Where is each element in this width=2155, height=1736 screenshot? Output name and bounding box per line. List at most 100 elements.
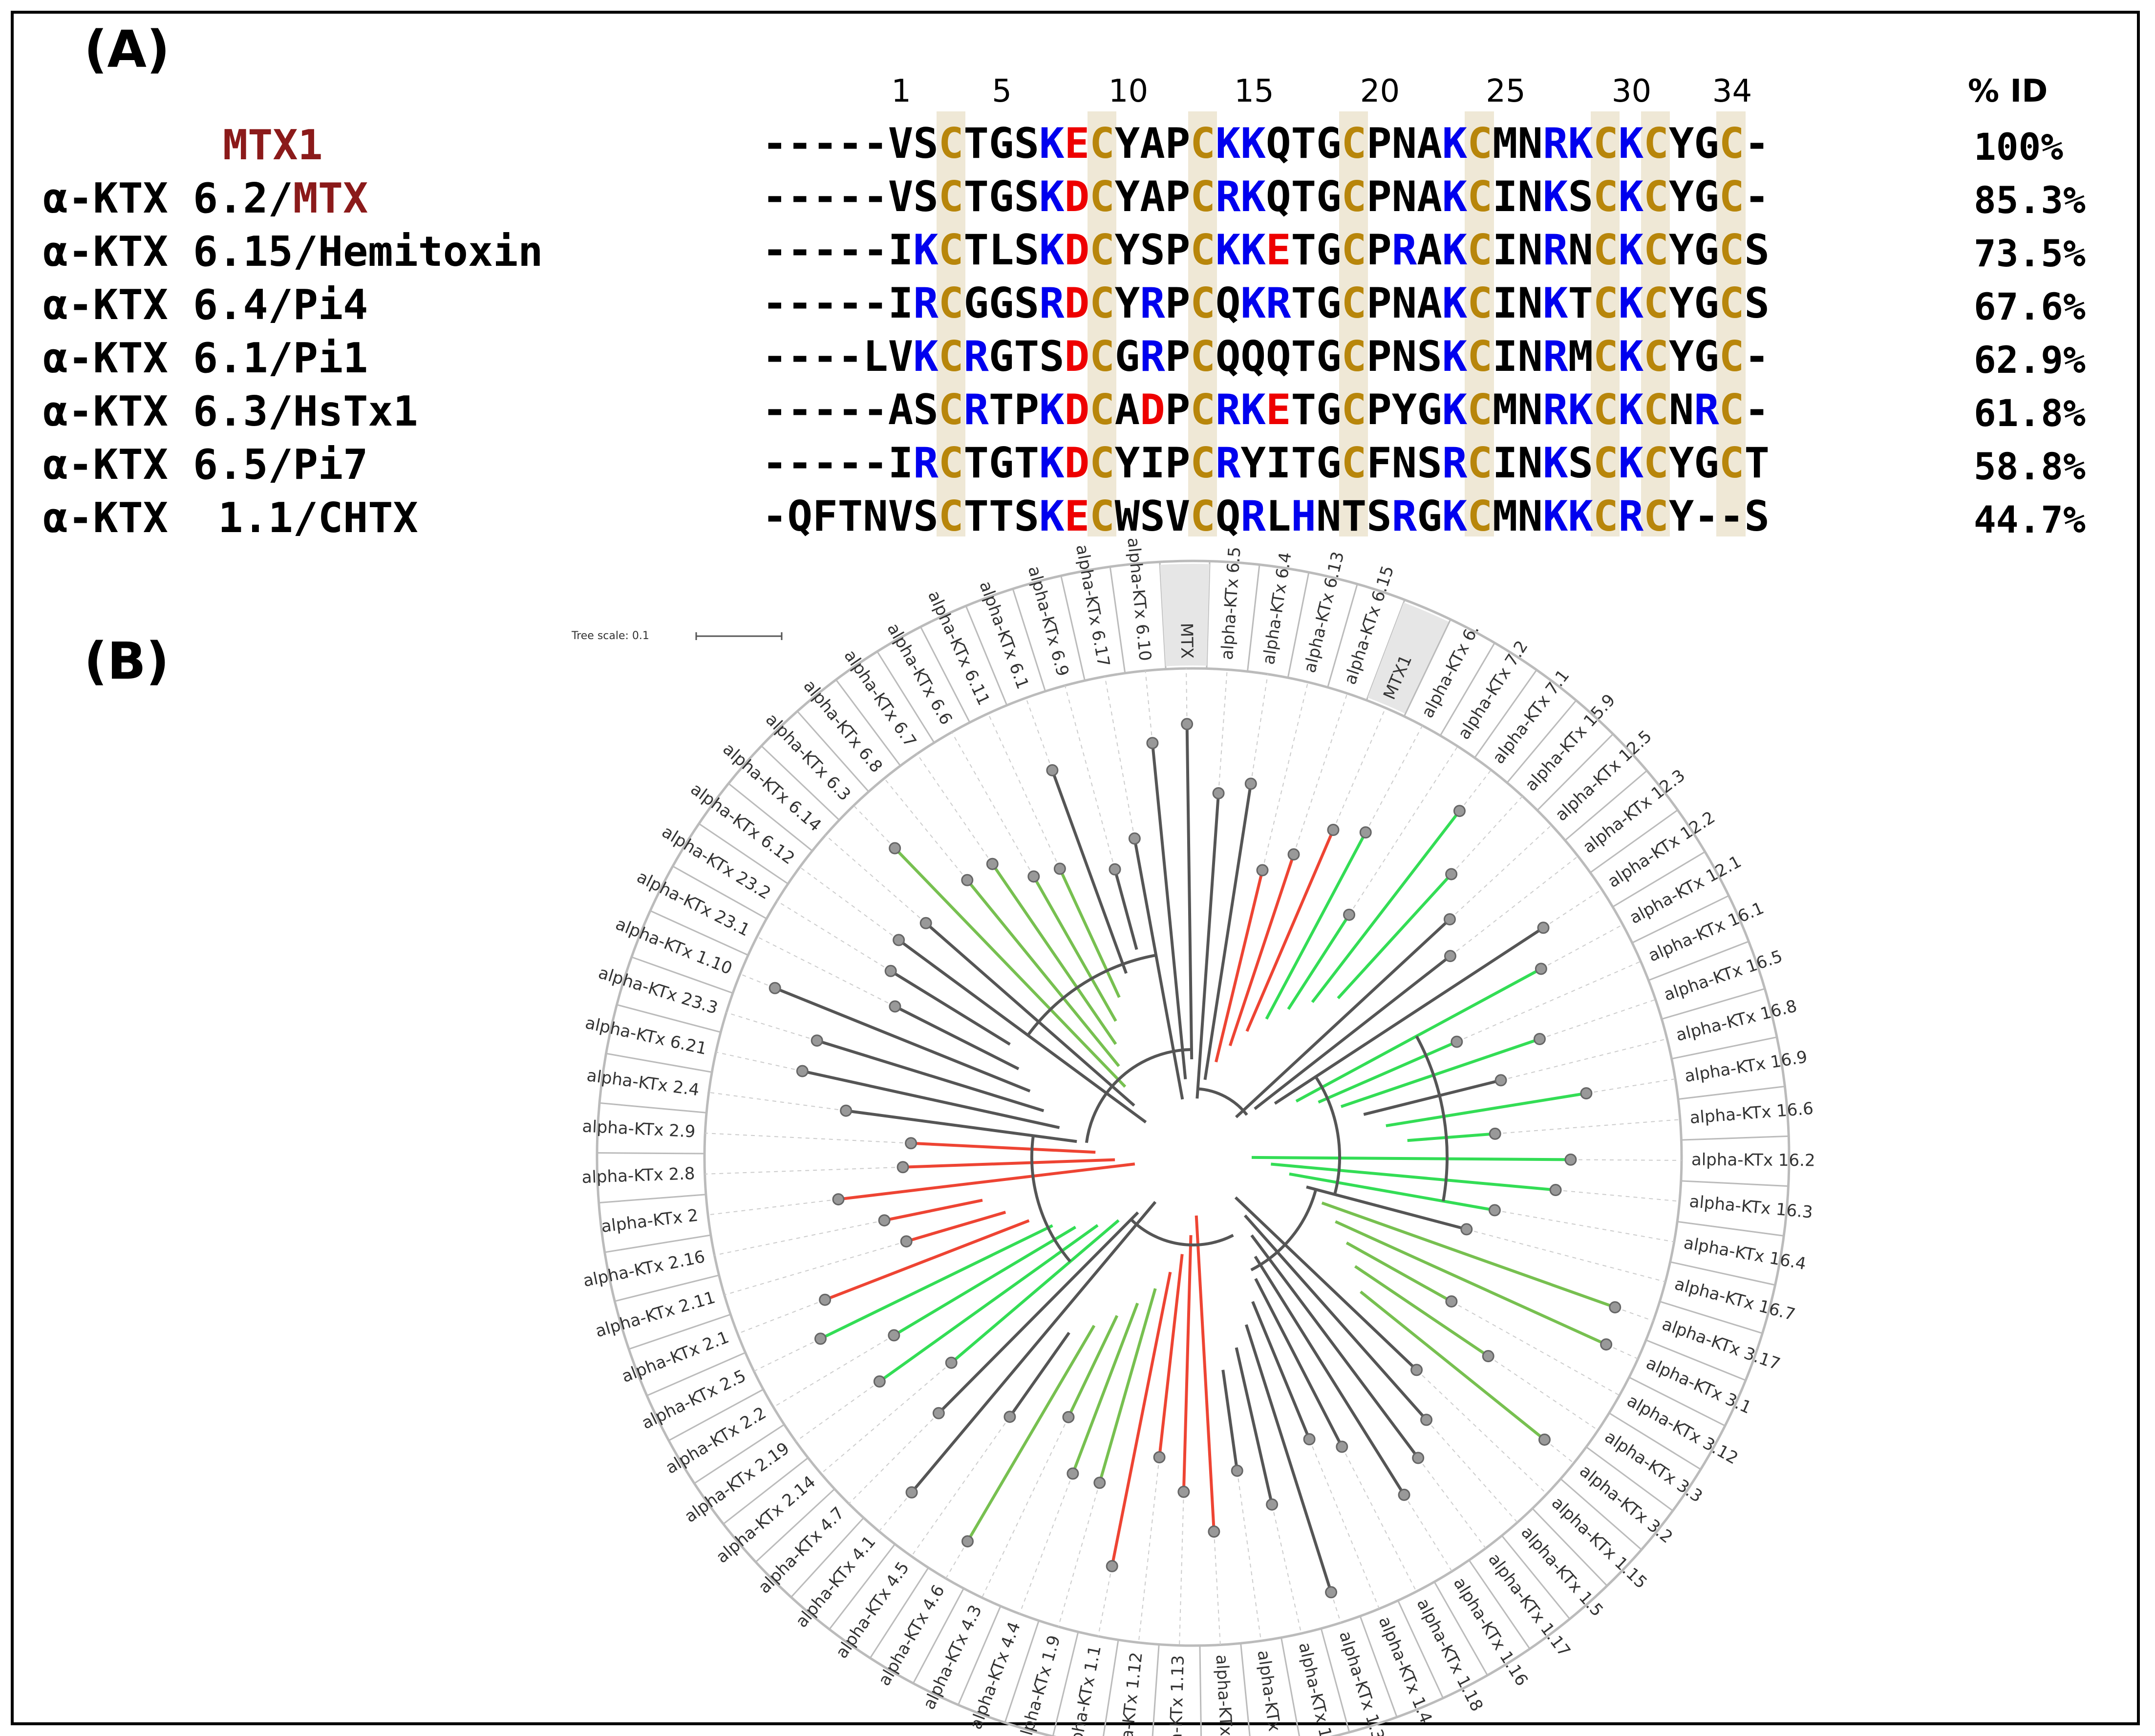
residue: C xyxy=(1467,120,1493,168)
residue: C xyxy=(938,279,964,328)
residue: I xyxy=(1492,279,1518,328)
leaf-guide xyxy=(1333,707,1386,830)
tree-branch xyxy=(838,1162,1135,1201)
residue: - xyxy=(787,279,813,328)
residue: T xyxy=(1291,279,1317,328)
leaf-guide xyxy=(737,1299,825,1334)
leaf-guide xyxy=(1262,682,1309,871)
leaf-separator xyxy=(1199,1645,1202,1736)
residue: K xyxy=(1542,279,1568,328)
residue: Y xyxy=(1240,439,1266,488)
leaf-node xyxy=(873,1375,886,1388)
residue: - xyxy=(787,386,813,434)
leaf-label: alpha-KTx 16.3 xyxy=(1688,1192,1814,1222)
residue: D xyxy=(1064,173,1090,221)
residue: T xyxy=(1291,173,1317,221)
tree-branch xyxy=(1251,1301,1311,1440)
leaf-label: alpha-KTx 16.6 xyxy=(1689,1099,1814,1128)
cys-column-2 xyxy=(1087,111,1116,536)
leaf-label: alpha-KTx 6.10 xyxy=(1123,536,1155,662)
residue: G xyxy=(1694,226,1719,275)
residue: C xyxy=(1341,226,1367,275)
leaf-guide xyxy=(1271,1504,1302,1634)
residue: - xyxy=(1744,386,1770,434)
residue: K xyxy=(1240,173,1266,221)
residue: T xyxy=(1291,439,1317,488)
residue: P xyxy=(1165,120,1191,168)
residue: G xyxy=(988,173,1014,221)
position-15: 15 xyxy=(1234,73,1274,109)
residue: R xyxy=(1618,493,1644,541)
leaf-guide xyxy=(1494,1209,1674,1243)
residue: C xyxy=(1467,333,1493,381)
leaf-label: alpha-KTx 1.13 xyxy=(1165,1655,1188,1736)
percent-id-5: 61.8% xyxy=(1974,391,2086,435)
leaf-label: alpha-KTx 1.1 xyxy=(1064,1644,1105,1736)
clade-arc xyxy=(1415,1035,1449,1201)
residue: C xyxy=(1643,226,1669,275)
residue: R xyxy=(1140,279,1165,328)
leaf-label: alpha-KTx 2.8 xyxy=(581,1164,695,1187)
leaf-node xyxy=(1181,718,1194,730)
sequence-5: -----ASCRTPKDCADPCRKETGCPYGKCMNRKCKCNRC- xyxy=(762,389,1770,431)
leaf-guide xyxy=(724,1241,907,1296)
residue: Y xyxy=(1668,333,1694,381)
tree-branch xyxy=(925,922,1135,1107)
residue: G xyxy=(1694,173,1719,221)
cys-column-4 xyxy=(1339,111,1368,536)
leaf-node xyxy=(878,1214,891,1227)
residue: S xyxy=(1744,493,1770,541)
tree-branch xyxy=(846,1109,1077,1143)
residue: T xyxy=(1014,333,1040,381)
leaf-label: alpha-KTx 1.6 xyxy=(1254,1649,1289,1736)
residue: - xyxy=(863,120,888,168)
residue: E xyxy=(1064,493,1090,541)
residue: K xyxy=(1618,120,1644,168)
residue: Y xyxy=(1114,279,1140,328)
leaf-node xyxy=(986,857,999,870)
residue: G xyxy=(1316,173,1342,221)
residue: P xyxy=(1165,386,1191,434)
residue: E xyxy=(1265,386,1291,434)
residue: P xyxy=(1366,333,1392,381)
residue: C xyxy=(1467,439,1493,488)
tree-branch xyxy=(1337,873,1452,1000)
leaf-node xyxy=(1420,1414,1433,1426)
leaf-guide xyxy=(1019,1473,1073,1614)
residue: V xyxy=(1165,493,1191,541)
tree-branch xyxy=(1340,1037,1540,1108)
tree-branch xyxy=(1306,1185,1467,1231)
leaf-separator xyxy=(958,1606,1002,1705)
leaf-guide xyxy=(825,835,926,924)
residue: - xyxy=(812,333,838,381)
residue: D xyxy=(1064,386,1090,434)
residue: P xyxy=(1366,279,1392,328)
tree-branch xyxy=(1158,1254,1184,1457)
leaf-guide xyxy=(1555,1189,1680,1202)
residue: C xyxy=(1190,279,1216,328)
residue: T xyxy=(1568,279,1594,328)
residue: R xyxy=(1215,173,1241,221)
leaf-guide xyxy=(704,1166,903,1175)
leaf-guide xyxy=(981,1416,1069,1598)
residue: R xyxy=(1215,439,1241,488)
residue: C xyxy=(1719,439,1745,488)
residue: C xyxy=(1089,120,1115,168)
leaf-node xyxy=(1212,787,1225,799)
leaf-separator xyxy=(1433,1581,1488,1676)
leaf-separator xyxy=(1628,1376,1726,1427)
tree-branch xyxy=(1254,955,1451,1110)
residue: G xyxy=(1417,493,1442,541)
tree-branch xyxy=(802,1070,1060,1129)
leaf-guide xyxy=(951,732,1034,877)
leaf-label: alpha-KTx 2 xyxy=(600,1205,700,1236)
tree-branch xyxy=(1234,1196,1418,1371)
residue: C xyxy=(938,493,964,541)
residue: P xyxy=(1165,173,1191,221)
residue: - xyxy=(863,279,888,328)
leaf-guide xyxy=(1179,1492,1184,1646)
residue: Y xyxy=(1668,493,1694,541)
leaf-label: alpha-KTx 1.3 xyxy=(1335,1629,1388,1736)
residue: R xyxy=(1442,439,1468,488)
